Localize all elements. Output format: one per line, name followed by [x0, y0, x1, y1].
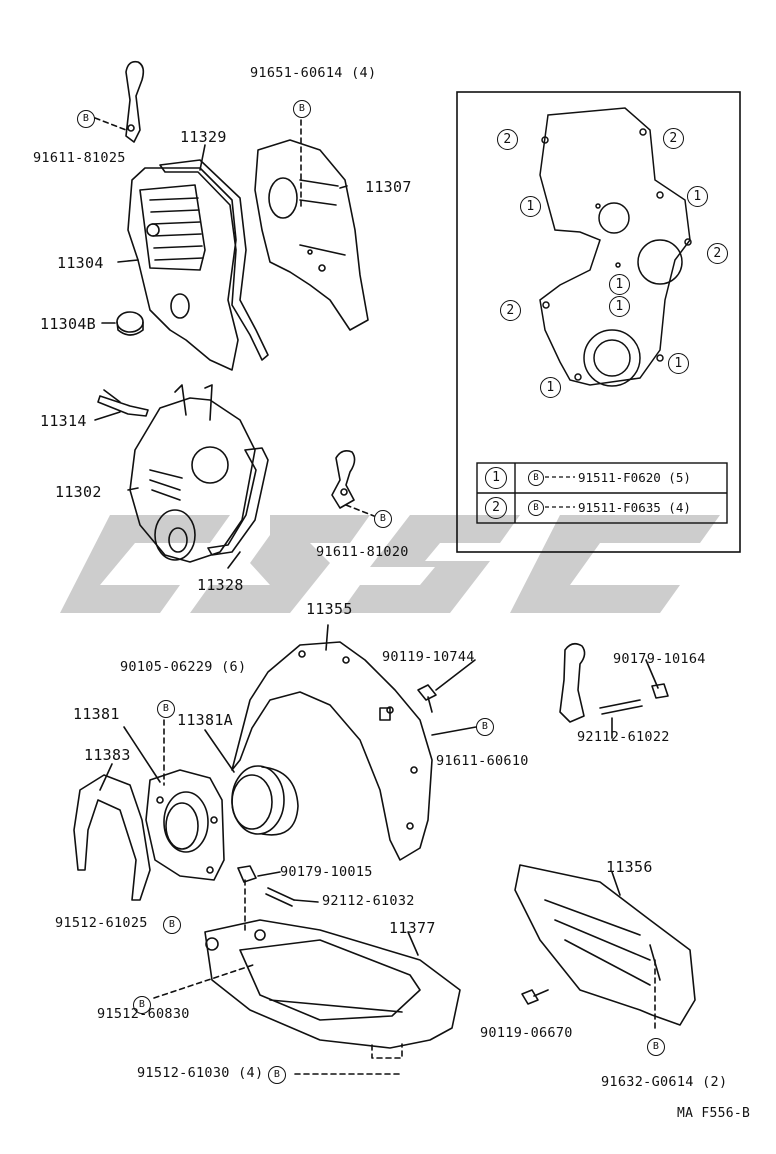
engine-hanger-top: [125, 60, 145, 143]
retainer-gasket-11383: [73, 774, 151, 901]
bolt-marker: B: [476, 718, 494, 736]
inset-legend-table: [476, 462, 728, 524]
bolt-90119-06670: [521, 989, 549, 1005]
bolt-marker: B: [374, 510, 392, 528]
bolt-marker: B: [293, 100, 311, 118]
inset-marker: 1: [609, 274, 630, 295]
bolt-marker: B: [157, 700, 175, 718]
legend-part-2: 91511-F0635 (4): [578, 500, 691, 515]
inset-marker: 1: [668, 353, 689, 374]
callout-92112-61022: 92112-61022: [577, 729, 670, 745]
bolt-marker: B: [133, 996, 151, 1014]
bolt-marker: B: [163, 916, 181, 934]
bolt-90119-10744: [417, 684, 437, 713]
callout-91611-81025: 91611-81025: [33, 150, 126, 166]
callout-11381: 11381: [73, 705, 120, 723]
timing-cover-plate-11307: [254, 139, 369, 331]
callout-11356: 11356: [606, 858, 653, 876]
inset-marker: 2: [707, 243, 728, 264]
oil-seal-11381A: [231, 765, 299, 836]
callout-11314: 11314: [40, 412, 87, 430]
callout-91512-61030: 91512-61030 (4): [137, 1065, 264, 1081]
bolt-marker: B: [647, 1038, 665, 1056]
callout-11307: 11307: [365, 178, 412, 196]
callout-11355: 11355: [306, 600, 353, 618]
hanger-right-with-stud: [559, 642, 669, 723]
nut-90179-10015: [237, 865, 257, 883]
timing-chain-case-11302: [129, 384, 256, 563]
callout-11328: 11328: [197, 576, 244, 594]
inset-frame: [456, 91, 741, 553]
callout-91611-60610: 91611-60610: [436, 753, 529, 769]
callout-11302: 11302: [55, 483, 102, 501]
callout-91512-60830: 91512-60830: [97, 1006, 190, 1022]
flywheel-housing-cover-11356: [514, 864, 696, 1026]
callout-91632-G0614: 91632-G0614 (2): [601, 1074, 728, 1090]
callout-90119-06670: 90119-06670: [480, 1025, 573, 1041]
stud-92112-61032: [265, 887, 295, 907]
gasket-11328: [207, 447, 269, 556]
plug-11304B: [116, 311, 144, 336]
callout-91611-81020: 91611-81020: [316, 544, 409, 560]
callout-11383: 11383: [84, 746, 131, 764]
callout-11304: 11304: [57, 254, 104, 272]
callout-91651-60614: 91651-60614 (4): [250, 65, 377, 81]
callout-11304B: 11304B: [40, 315, 96, 333]
inset-marker: 2: [500, 300, 521, 321]
inset-marker: 1: [609, 296, 630, 317]
callout-90105-06229: 90105-06229 (6): [120, 659, 247, 675]
legend-index-1: 1: [485, 467, 507, 489]
inset-outline: [539, 107, 692, 387]
inset-marker: 1: [520, 196, 541, 217]
callout-90179-10164: 90179-10164: [613, 651, 706, 667]
callout-11377: 11377: [389, 919, 436, 937]
inset-marker: 1: [687, 186, 708, 207]
legend-bolt-mark: B: [528, 500, 544, 516]
legend-index-2: 2: [485, 497, 507, 519]
dowel-11314: [97, 389, 149, 417]
inset-marker: 1: [540, 377, 561, 398]
legend-bolt-mark: B: [528, 470, 544, 486]
callout-91512-61025: 91512-61025: [55, 915, 148, 931]
gasket-11329: [159, 159, 269, 361]
timing-belt-cover-upper: [127, 167, 239, 371]
bolt-marker: B: [77, 110, 95, 128]
callout-11381A: 11381A: [177, 711, 233, 729]
inset-marker: 2: [497, 129, 518, 150]
figure-code: MA F556-B: [677, 1106, 751, 1121]
callout-90179-10015: 90179-10015: [280, 864, 373, 880]
callout-11329: 11329: [180, 128, 227, 146]
callout-90119-10744: 90119-10744: [382, 649, 475, 665]
oil-pan-baffle-11377: [204, 919, 461, 1049]
legend-part-1: 91511-F0620 (5): [578, 470, 691, 485]
oil-seal-retainer-11381: [145, 769, 225, 881]
bolt-marker: B: [268, 1066, 286, 1084]
inset-marker: 2: [663, 128, 684, 149]
engine-hanger-middle: [331, 450, 356, 509]
rear-end-plate-11355: [231, 641, 433, 861]
callout-92112-61032: 92112-61032: [322, 893, 415, 909]
